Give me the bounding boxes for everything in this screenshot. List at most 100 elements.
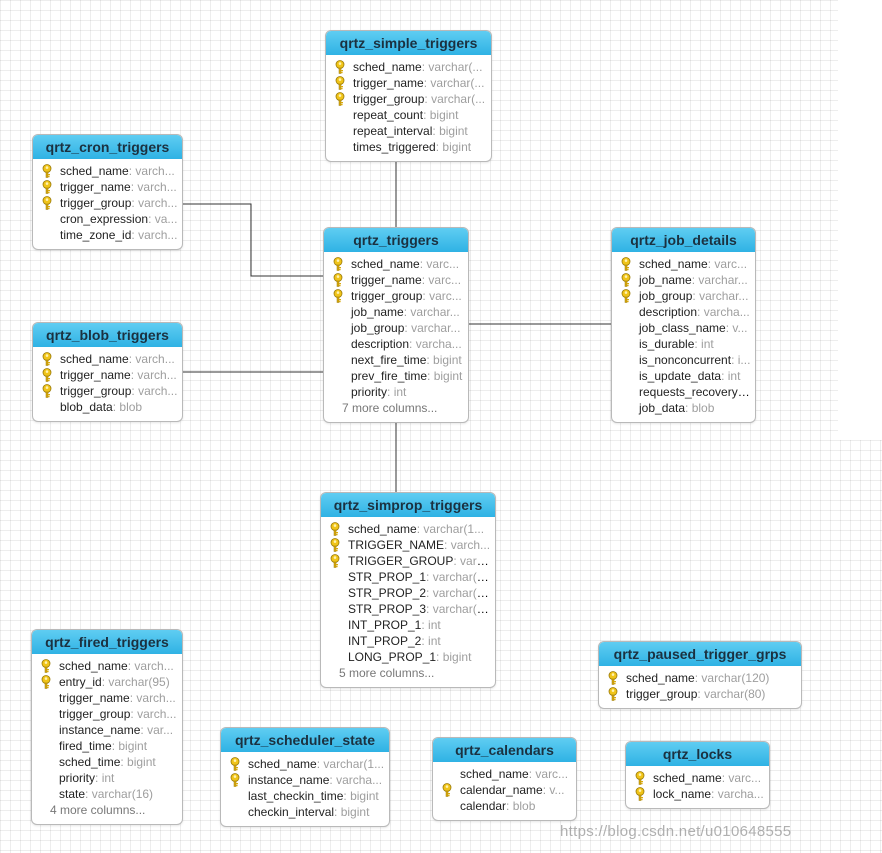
column-row[interactable]: sched_name: varc...: [618, 256, 751, 272]
table-title[interactable]: qrtz_job_details: [612, 228, 755, 252]
column-row[interactable]: trigger_group: varc...: [330, 288, 464, 304]
column-row[interactable]: entry_id: varchar(95): [38, 674, 178, 690]
column-row[interactable]: state: varchar(16): [38, 786, 178, 802]
more-columns-link[interactable]: 5 more columns...: [339, 666, 435, 680]
column-row[interactable]: blob_data: blob: [39, 399, 178, 415]
column-row[interactable]: trigger_name: varch...: [38, 690, 178, 706]
column-row[interactable]: repeat_interval: bigint: [332, 123, 487, 139]
primary-key-icon: [41, 164, 53, 179]
table-title[interactable]: qrtz_simprop_triggers: [321, 493, 495, 517]
column-row[interactable]: sched_name: varch...: [38, 658, 178, 674]
column-name: trigger_group: [60, 384, 132, 398]
column-row[interactable]: INT_PROP_1: int: [327, 617, 491, 633]
table-title[interactable]: qrtz_scheduler_state: [221, 728, 389, 752]
more-columns-link[interactable]: 7 more columns...: [342, 401, 438, 415]
column-type: int: [428, 634, 441, 648]
column-row[interactable]: LONG_PROP_1: bigint: [327, 649, 491, 665]
column-row[interactable]: priority: int: [330, 384, 464, 400]
column-type-separator: :: [721, 369, 728, 383]
column-row[interactable]: trigger_name: varch...: [39, 367, 178, 383]
column-row[interactable]: priority: int: [38, 770, 178, 786]
table-title[interactable]: qrtz_cron_triggers: [33, 135, 182, 159]
column-row[interactable]: sched_name: varch...: [39, 163, 178, 179]
table-qrtz-job-details[interactable]: qrtz_job_details sched_name: varc...job_n…: [611, 227, 756, 423]
column-row[interactable]: trigger_group: varch...: [38, 706, 178, 722]
column-row[interactable]: trigger_group: varch...: [39, 383, 178, 399]
table-title[interactable]: qrtz_simple_triggers: [326, 31, 491, 55]
column-row[interactable]: sched_name: varc...: [330, 256, 464, 272]
column-row[interactable]: sched_name: varchar(1...: [327, 521, 491, 537]
column-row[interactable]: TRIGGER_GROUP: varc...: [327, 553, 491, 569]
column-row[interactable]: fired_time: bigint: [38, 738, 178, 754]
column-row[interactable]: times_triggered: bigint: [332, 139, 487, 155]
column-row[interactable]: lock_name: varcha...: [632, 786, 765, 802]
table-qrtz-fired-triggers[interactable]: qrtz_fired_triggers sched_name: varch...e…: [31, 629, 183, 825]
column-type: varchar(120): [701, 671, 770, 685]
column-row[interactable]: trigger_group: varchar(80): [605, 686, 797, 702]
column-row[interactable]: is_nonconcurrent: i...: [618, 352, 751, 368]
column-row[interactable]: checkin_interval: bigint: [227, 804, 385, 820]
column-row[interactable]: sched_name: varch...: [39, 351, 178, 367]
table-title[interactable]: qrtz_paused_trigger_grps: [599, 642, 801, 666]
column-row[interactable]: description: varcha...: [618, 304, 751, 320]
column-row[interactable]: job_name: varchar...: [618, 272, 751, 288]
column-row[interactable]: next_fire_time: bigint: [330, 352, 464, 368]
primary-key-icon: [41, 352, 53, 367]
column-row[interactable]: STR_PROP_1: varchar(5...: [327, 569, 491, 585]
table-qrtz-simple-triggers[interactable]: qrtz_simple_triggers sched_name: varchar(…: [325, 30, 492, 162]
table-title[interactable]: qrtz_locks: [626, 742, 769, 766]
column-type-separator: :: [731, 353, 738, 367]
column-row[interactable]: calendar_name: v...: [439, 782, 572, 798]
table-title[interactable]: qrtz_triggers: [324, 228, 468, 252]
column-row[interactable]: trigger_name: varc...: [330, 272, 464, 288]
column-row[interactable]: job_class_name: v...: [618, 320, 751, 336]
column-row[interactable]: trigger_name: varchar(...: [332, 75, 487, 91]
table-qrtz-simprop-triggers[interactable]: qrtz_simprop_triggers sched_name: varchar…: [320, 492, 496, 688]
column-row[interactable]: TRIGGER_NAME: varch...: [327, 537, 491, 553]
column-row[interactable]: last_checkin_time: bigint: [227, 788, 385, 804]
column-row[interactable]: is_update_data: int: [618, 368, 751, 384]
table-title[interactable]: qrtz_fired_triggers: [32, 630, 182, 654]
column-row[interactable]: job_group: varchar...: [618, 288, 751, 304]
column-name: last_checkin_time: [248, 789, 344, 803]
table-qrtz-paused-trigger-grps[interactable]: qrtz_paused_trigger_grps sched_name: varc…: [598, 641, 802, 709]
column-row[interactable]: sched_name: varchar(120): [605, 670, 797, 686]
more-columns-link[interactable]: 4 more columns...: [50, 803, 146, 817]
column-row[interactable]: sched_name: varchar(1...: [227, 756, 385, 772]
column-row[interactable]: INT_PROP_2: int: [327, 633, 491, 649]
column-row[interactable]: time_zone_id: varch...: [39, 227, 178, 243]
column-row[interactable]: sched_time: bigint: [38, 754, 178, 770]
column-row[interactable]: job_name: varchar...: [330, 304, 464, 320]
column-row[interactable]: requests_recovery: ...: [618, 384, 751, 400]
column-row[interactable]: trigger_name: varch...: [39, 179, 178, 195]
column-type: varch...: [134, 659, 174, 673]
column-row[interactable]: calendar: blob: [439, 798, 572, 814]
column-name: TRIGGER_NAME: [348, 538, 445, 552]
column-row[interactable]: job_group: varchar...: [330, 320, 464, 336]
table-qrtz-scheduler-state[interactable]: qrtz_scheduler_state sched_name: varchar(…: [220, 727, 390, 827]
table-title[interactable]: qrtz_blob_triggers: [33, 323, 182, 347]
column-row[interactable]: prev_fire_time: bigint: [330, 368, 464, 384]
column-row[interactable]: sched_name: varc...: [439, 766, 572, 782]
table-title[interactable]: qrtz_calendars: [433, 738, 576, 762]
column-type-separator: :: [95, 771, 102, 785]
column-row[interactable]: instance_name: varcha...: [227, 772, 385, 788]
column-row[interactable]: sched_name: varc...: [632, 770, 765, 786]
column-row[interactable]: sched_name: varchar(...: [332, 59, 487, 75]
column-row[interactable]: cron_expression: va...: [39, 211, 178, 227]
column-row[interactable]: STR_PROP_2: varchar(5...: [327, 585, 491, 601]
column-row[interactable]: description: varcha...: [330, 336, 464, 352]
table-qrtz-locks[interactable]: qrtz_locks sched_name: varc...lock_name: …: [625, 741, 770, 809]
column-row[interactable]: repeat_count: bigint: [332, 107, 487, 123]
column-type: blob: [119, 400, 143, 414]
column-row[interactable]: is_durable: int: [618, 336, 751, 352]
column-row[interactable]: instance_name: var...: [38, 722, 178, 738]
column-row[interactable]: trigger_group: varchar(...: [332, 91, 487, 107]
column-row[interactable]: trigger_group: varch...: [39, 195, 178, 211]
column-row[interactable]: STR_PROP_3: varchar(5...: [327, 601, 491, 617]
column-row[interactable]: job_data: blob: [618, 400, 751, 416]
